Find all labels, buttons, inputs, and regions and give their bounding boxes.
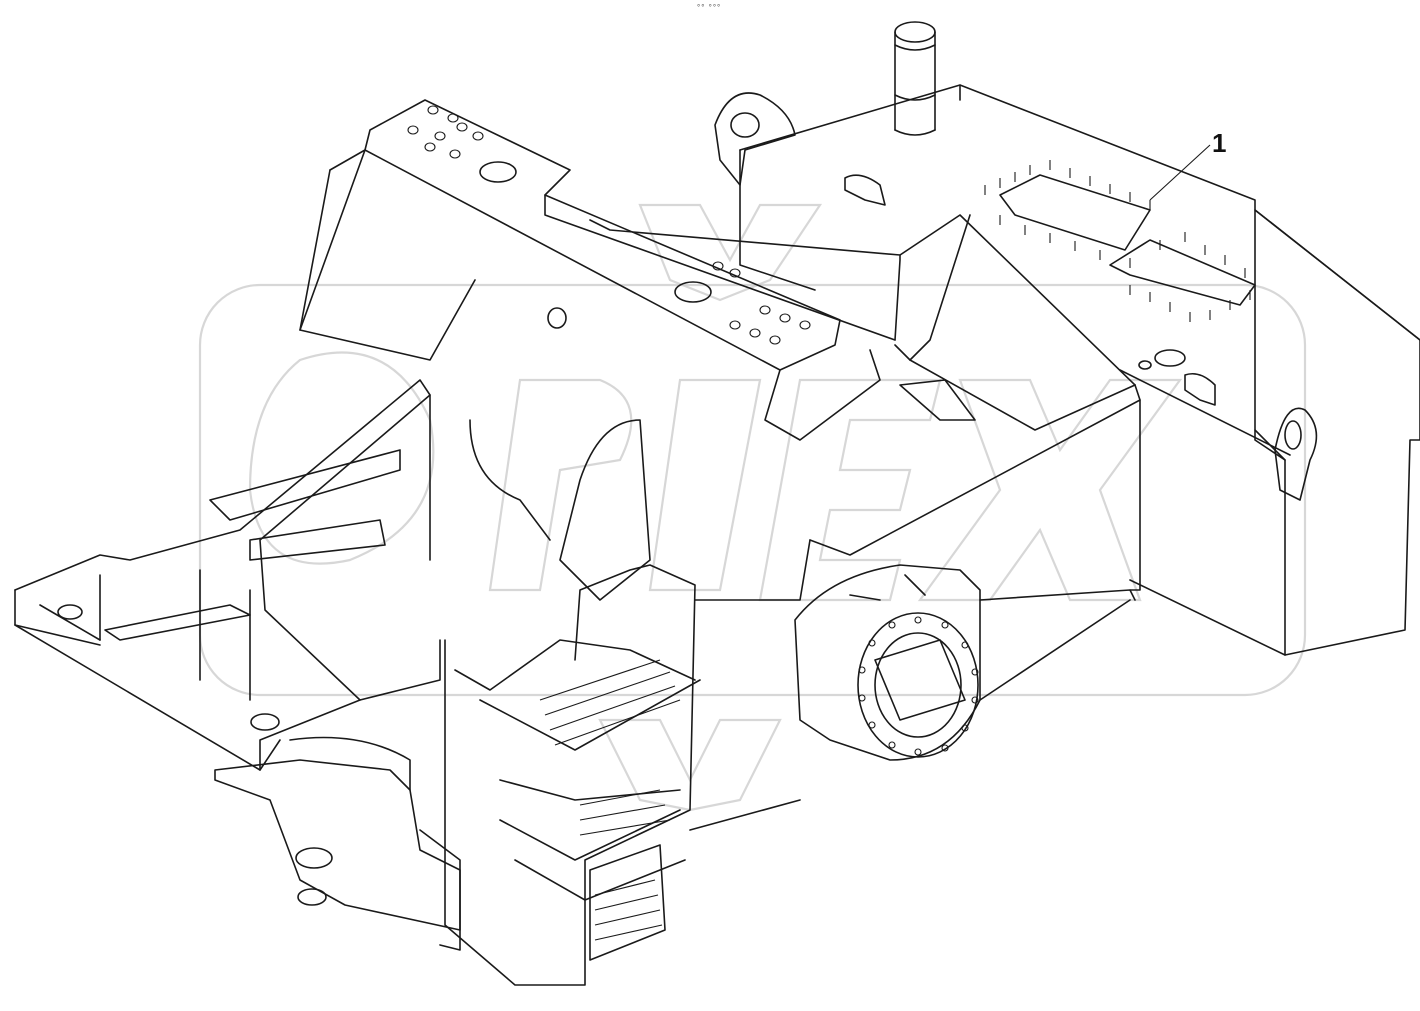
- swing-bearing: [794, 564, 981, 761]
- counterweight-housing: [714, 84, 1420, 656]
- sheet-mark: °° °°°: [697, 3, 722, 12]
- main-body-sidewall: [429, 394, 1136, 831]
- inspection-hatches: [984, 160, 1256, 322]
- boom-mount-top-plate: [299, 99, 896, 441]
- central-cradle: [589, 174, 1216, 591]
- lower-frame-leg: [214, 736, 461, 951]
- access-ladder: [444, 564, 701, 986]
- exhaust-stack: [894, 21, 936, 136]
- watermark-logo: [198, 203, 1307, 812]
- callout-number: 1: [1212, 128, 1227, 158]
- left-outrigger-frame: [14, 379, 441, 771]
- callout-leader: [1149, 144, 1211, 201]
